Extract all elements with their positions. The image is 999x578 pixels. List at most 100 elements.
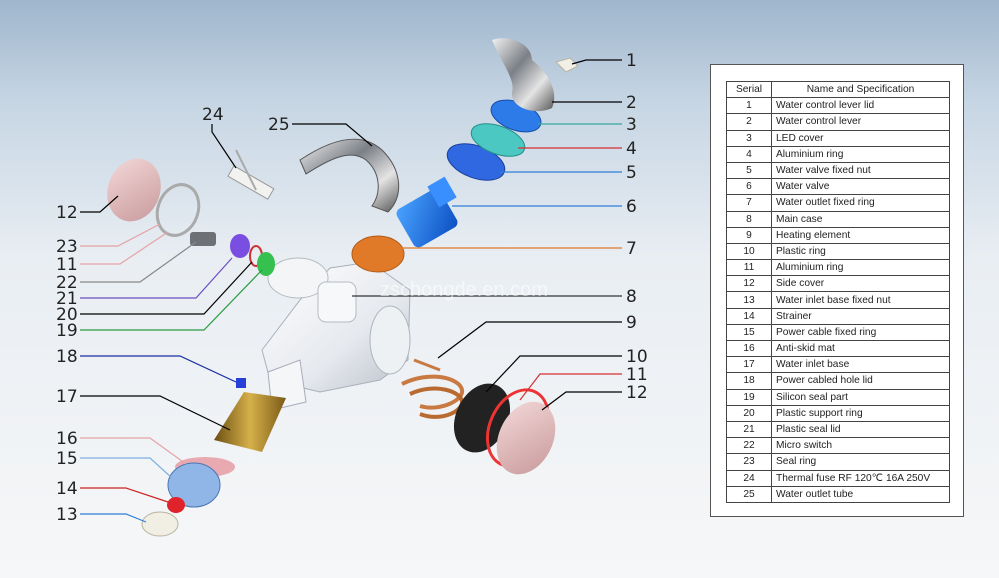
serial-cell: 11	[726, 259, 772, 277]
serial-cell: 8	[726, 210, 772, 228]
serial-cell: 22	[726, 437, 772, 455]
callout-12r: 12	[626, 383, 648, 403]
leader-12l	[80, 195, 119, 213]
name-cell: Water control lever	[771, 113, 950, 131]
leader-23	[80, 223, 161, 247]
callout-23: 23	[56, 237, 78, 257]
name-cell: LED cover	[771, 129, 950, 147]
leader-19	[80, 269, 263, 331]
part-aluminium-ring-left	[155, 183, 201, 237]
name-cell: Plastic ring	[771, 242, 950, 261]
header-name: Name and Specification	[771, 80, 950, 99]
leader-15	[80, 457, 173, 479]
leader-11r	[519, 373, 622, 401]
serial-cell: 5	[726, 161, 772, 180]
name-cell: Silicon seal part	[771, 388, 950, 406]
name-cell: Strainer	[771, 307, 950, 325]
name-cell: Water control lever lid	[771, 97, 950, 115]
callout-24: 24	[202, 105, 224, 125]
name-cell: Aluminium ring	[771, 145, 950, 163]
serial-cell: 20	[726, 404, 772, 422]
name-cell: Water inlet base fixed nut	[771, 291, 950, 309]
leader-lines	[80, 59, 622, 523]
serial-cell: 25	[726, 485, 772, 503]
name-cell: Plastic seal lid	[771, 420, 950, 439]
serial-cell: 15	[726, 323, 772, 342]
callout-16: 16	[56, 429, 78, 449]
leader-22	[80, 241, 197, 283]
callout-numbers: 1 2 3 4 5 6 7 8 9 10 11 12 12 13 14 15 1…	[56, 51, 648, 525]
name-cell: Anti-skid mat	[771, 339, 950, 358]
part-plastic-ring	[453, 383, 511, 453]
part-water-valve	[396, 176, 458, 248]
part-heating-element	[401, 358, 465, 419]
serial-cell: 18	[726, 372, 772, 390]
leader-13	[80, 513, 147, 523]
part-aluminium-ring-top	[470, 123, 526, 157]
serial-cell: 19	[726, 388, 772, 406]
part-thermal-fuse	[227, 149, 275, 200]
callout-11l: 11	[56, 255, 78, 275]
serial-cell: 7	[726, 194, 772, 212]
callout-4: 4	[626, 139, 637, 159]
part-micro-switch	[190, 232, 216, 246]
name-cell: Plastic support ring	[771, 404, 950, 422]
serial-cell: 13	[726, 291, 772, 309]
serial-cell: 14	[726, 307, 772, 325]
leader-20	[80, 261, 253, 315]
callout-11r: 11	[626, 365, 648, 385]
name-cell: Side cover	[771, 275, 950, 293]
name-cell: Water valve	[771, 178, 950, 196]
callout-10: 10	[626, 347, 648, 367]
part-side-cover-left	[107, 158, 161, 222]
callout-3: 3	[626, 115, 637, 135]
name-cell: Aluminium ring	[771, 259, 950, 277]
leader-18	[80, 355, 237, 383]
serial-cell: 1	[726, 97, 772, 115]
leader-16	[80, 437, 187, 465]
callout-17: 17	[56, 387, 78, 407]
name-cell: Heating element	[771, 226, 950, 244]
callout-7: 7	[626, 239, 637, 259]
part-inlet-fixed-nut	[141, 511, 179, 537]
callout-18: 18	[56, 347, 78, 367]
serial-cell: 2	[726, 113, 772, 131]
leader-14	[80, 487, 169, 503]
serial-cell: 10	[726, 242, 772, 261]
name-cell: Main case	[771, 210, 950, 228]
callout-2: 2	[626, 93, 637, 113]
name-cell: Thermal fuse RF 120℃ 16A 250V	[771, 469, 950, 487]
leader-17	[80, 395, 231, 431]
table-header-row: Serial Name and Specification	[726, 80, 950, 99]
callout-25: 25	[268, 115, 290, 135]
serial-cell: 23	[726, 453, 772, 471]
part-lever-lid	[555, 57, 579, 73]
leader-12r	[541, 391, 622, 411]
serial-cell: 17	[726, 356, 772, 374]
callout-14: 14	[56, 479, 78, 499]
leader-10	[485, 355, 622, 393]
callout-8: 8	[626, 287, 637, 307]
serial-cell: 21	[726, 420, 772, 439]
callout-12l: 12	[56, 203, 78, 223]
